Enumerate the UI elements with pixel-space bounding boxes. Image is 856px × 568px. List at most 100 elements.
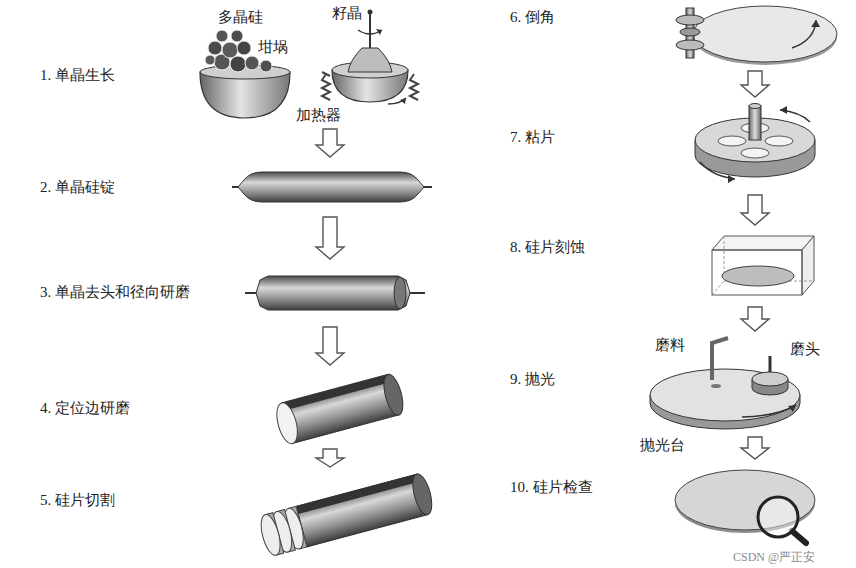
polishing-machine-part	[742, 405, 796, 417]
step-heading: 6. 倒角	[510, 8, 555, 26]
crystal-puller-part	[368, 10, 373, 15]
flow-arrow	[316, 449, 344, 467]
flow-arrow	[741, 195, 769, 225]
crucible-polysilicon-part	[260, 60, 272, 72]
part-label: 磨料	[655, 336, 685, 354]
crystal-puller-part	[376, 29, 382, 35]
crystal-puller-part	[322, 74, 330, 100]
wafer-inspection-part	[792, 531, 806, 543]
process-step: 4. 定位边研磨	[35, 368, 435, 446]
flat-ground-ingot-part	[273, 401, 301, 446]
process-step: 8. 硅片刻蚀	[505, 228, 840, 304]
process-step: 3. 单晶去头和径向研磨	[35, 262, 435, 324]
etching-tank-part	[722, 266, 794, 286]
crystal-puller-part	[369, 12, 371, 50]
crucible-polysilicon-part	[222, 42, 238, 58]
sliced-ingot-part	[296, 474, 428, 547]
step-heading: 9. 抛光	[510, 370, 555, 388]
etching-tank-part	[712, 281, 724, 295]
flow-arrow	[316, 327, 344, 365]
crucible-polysilicon-part	[230, 56, 246, 72]
polishing-machine-part	[711, 384, 721, 388]
crystal-puller-part	[410, 74, 418, 100]
step-heading: 4. 定位边研磨	[40, 399, 130, 417]
sliced-ingot-part	[296, 474, 419, 514]
ground-ingot	[245, 276, 425, 310]
sliced-ingot-part	[409, 472, 435, 517]
process-step: 6. 倒角	[505, 2, 840, 68]
polishing-machine-part	[752, 372, 788, 386]
polishing-machine-part	[788, 405, 796, 412]
etching-tank-part	[712, 250, 802, 295]
process-step: 2. 单晶硅锭	[35, 160, 435, 214]
part-label: 籽晶	[332, 4, 362, 22]
crucible-polysilicon-part	[208, 41, 222, 55]
etching-tank-part	[802, 236, 814, 295]
flat-ground-ingot-part	[282, 374, 390, 410]
polishing-machine-part	[650, 369, 800, 421]
part-label: 多晶硅	[218, 8, 263, 26]
crucible-polysilicon-part	[216, 30, 228, 42]
ground-ingot-part	[256, 276, 410, 310]
watermark: CSDN @严正安	[733, 550, 815, 564]
sliced-ingot	[257, 472, 435, 557]
edge-grinder-part	[676, 15, 704, 25]
silicon-ingot	[232, 172, 432, 202]
part-label: 坩埚	[258, 38, 288, 56]
wafer-inspection-part	[758, 497, 798, 537]
step-heading: 10. 硅片检查	[510, 478, 593, 496]
step-heading: 7. 粘片	[510, 128, 555, 146]
crystal-puller	[322, 10, 418, 105]
part-label: 磨头	[790, 340, 820, 358]
flow-arrow	[316, 217, 344, 259]
mounting-plate-part	[765, 136, 793, 146]
step-heading: 3. 单晶去头和径向研磨	[40, 283, 190, 301]
crucible-polysilicon-part	[245, 56, 259, 70]
part-label: 抛光台	[640, 436, 685, 454]
flat-ground-ingot-part	[282, 374, 399, 443]
mounting-plate-part	[780, 106, 787, 114]
flow-arrow	[741, 437, 769, 459]
crucible-polysilicon-part	[231, 30, 243, 42]
edge-grinder-part	[693, 6, 837, 62]
edge-grinder-part	[676, 40, 704, 50]
flow-arrow	[741, 71, 769, 97]
step-heading: 5. 硅片切割	[40, 491, 115, 509]
process-step: 1. 单晶生长	[35, 8, 435, 126]
edge-grinder-part	[811, 20, 820, 27]
process-step: 10. 硅片检查	[505, 462, 840, 548]
mounting-plate-part	[741, 148, 769, 158]
wafer-inspection	[675, 470, 815, 543]
mounting-plate	[695, 104, 815, 184]
ground-ingot-part	[394, 277, 406, 309]
step-heading: 2. 单晶硅锭	[40, 178, 115, 196]
crystal-puller-part	[400, 98, 406, 104]
silicon-ingot-part	[238, 172, 424, 202]
step-heading: 1. 单晶生长	[40, 66, 115, 84]
crucible-polysilicon-part	[237, 41, 251, 55]
etching-tank-part	[712, 236, 814, 250]
flow-arrow	[316, 129, 344, 157]
process-step: 5. 硅片切割	[35, 470, 435, 562]
flat-ground-ingot	[273, 372, 407, 445]
mounting-plate-part	[718, 136, 746, 146]
flow-arrow	[741, 307, 769, 331]
crucible-polysilicon	[200, 30, 290, 118]
process-step: 7. 粘片	[505, 100, 840, 192]
edge-grinder-part	[792, 20, 816, 48]
crucible-polysilicon-part	[205, 55, 215, 65]
etching-tank	[712, 236, 814, 295]
flat-ground-ingot-part	[380, 372, 406, 417]
step-heading: 8. 硅片刻蚀	[510, 238, 585, 256]
edge-grinder-part	[680, 28, 700, 36]
part-label: 加热器	[296, 106, 341, 124]
mounting-plate-part	[749, 106, 761, 140]
edge-grinder	[676, 6, 837, 65]
crystal-puller-part	[388, 98, 406, 104]
mounting-plate-part	[728, 175, 735, 183]
mounting-plate-part	[749, 104, 761, 109]
sliced-ingot-part	[257, 513, 283, 558]
crystal-puller-part	[348, 48, 392, 72]
crystal-puller-part	[358, 30, 382, 34]
